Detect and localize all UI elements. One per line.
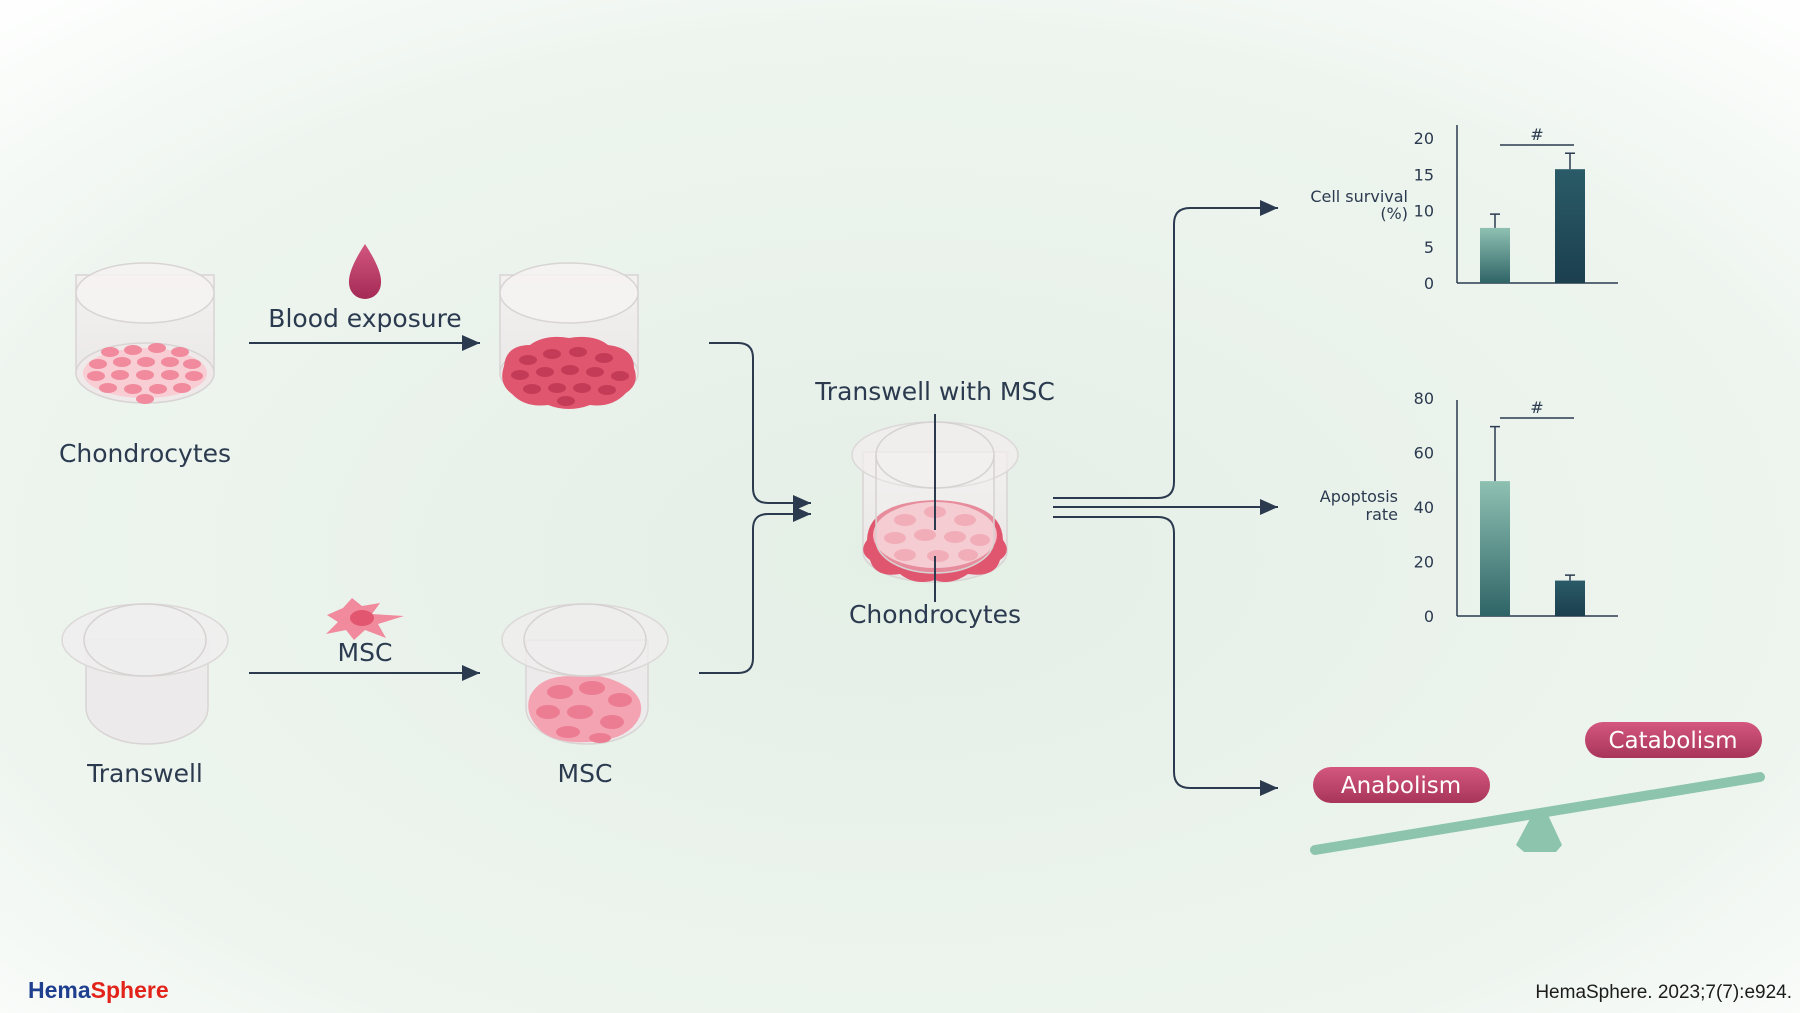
apoptosis-tick-label: 20 <box>1414 553 1434 572</box>
apoptosis-bar <box>1555 580 1585 616</box>
arrows <box>249 200 1278 796</box>
blood-exposed-cells <box>511 347 629 406</box>
catabolism-label: Catabolism <box>1608 728 1737 754</box>
anabolism-label: Anabolism <box>1341 773 1461 799</box>
survival-tick-label: 5 <box>1424 238 1434 257</box>
apoptosis-tick-label: 0 <box>1424 607 1434 626</box>
citation: HemaSphere. 2023;7(7):e924. <box>1535 982 1792 1003</box>
transwell-insert <box>61 603 229 745</box>
survival-tick-label: 15 <box>1414 165 1434 184</box>
coculture-well <box>851 414 1019 602</box>
survival-ylabel-line1: Cell survival <box>1310 187 1408 206</box>
arrow-to-survival <box>1053 200 1278 499</box>
blood-drop-icon <box>348 244 382 299</box>
survival-tick-label: 0 <box>1424 274 1434 293</box>
hemasphere-logo: HemaSphere <box>28 977 169 1003</box>
arrow-merge-bottom <box>699 506 811 674</box>
survival-bar <box>1555 169 1585 283</box>
apoptosis-tick-label: 60 <box>1414 444 1434 463</box>
survival-tick-label: 20 <box>1414 129 1434 148</box>
survival-y-ticks: 0 5 10 15 20 <box>1414 129 1434 293</box>
survival-tick-label: 10 <box>1414 202 1434 221</box>
apoptosis-bars <box>1480 425 1585 616</box>
survival-bar <box>1480 227 1510 283</box>
arrow-merge-top <box>709 342 811 511</box>
apoptosis-bar <box>1480 481 1510 616</box>
balance-beam <box>1310 772 1765 855</box>
logo-hema: Hema <box>28 977 91 1003</box>
chart-apoptosis: Apoptosis rate # 0 20 40 60 80 <box>1320 389 1618 626</box>
transwell-label: Transwell <box>86 759 203 788</box>
msc-cells <box>536 681 632 743</box>
coculture-cells <box>884 506 990 562</box>
anabolism-pill: Anabolism <box>1313 767 1490 803</box>
center-bottom-label: Chondrocytes <box>849 600 1021 629</box>
survival-bars <box>1480 152 1585 283</box>
center-top-label: Transwell with MSC <box>814 377 1055 406</box>
catabolism-pill: Catabolism <box>1585 722 1762 758</box>
msc-cell-icon <box>326 598 404 640</box>
apoptosis-y-ticks: 0 20 40 60 80 <box>1414 389 1434 626</box>
chondrocyte-cells <box>87 343 203 404</box>
chart-cell-survival: Cell survival (%) # 0 5 10 15 20 <box>1310 125 1618 293</box>
survival-ylabel-line2: (%) <box>1380 204 1408 223</box>
msc-cell-label: MSC <box>338 638 393 667</box>
blood-exposure-label: Blood exposure <box>268 304 461 333</box>
survival-significance-mark: # <box>1530 125 1543 144</box>
apoptosis-significance-mark: # <box>1530 398 1543 417</box>
logo-sphere: Sphere <box>91 977 169 1003</box>
apoptosis-ylabel-line2: rate <box>1366 505 1399 524</box>
balance-scale: Anabolism Catabolism <box>1310 722 1765 855</box>
apoptosis-tick-label: 40 <box>1414 498 1434 517</box>
chondrocytes-label: Chondrocytes <box>59 439 231 468</box>
chondrocytes-dish <box>75 262 215 404</box>
arrow-to-balance <box>1053 516 1278 796</box>
apoptosis-ylabel-line1: Apoptosis <box>1320 487 1398 506</box>
blood-exposed-dish <box>499 262 639 409</box>
balance-fulcrum <box>1516 815 1562 852</box>
msc-transwell <box>501 603 669 745</box>
msc-well-label: MSC <box>558 759 613 788</box>
apoptosis-tick-label: 80 <box>1414 389 1434 408</box>
